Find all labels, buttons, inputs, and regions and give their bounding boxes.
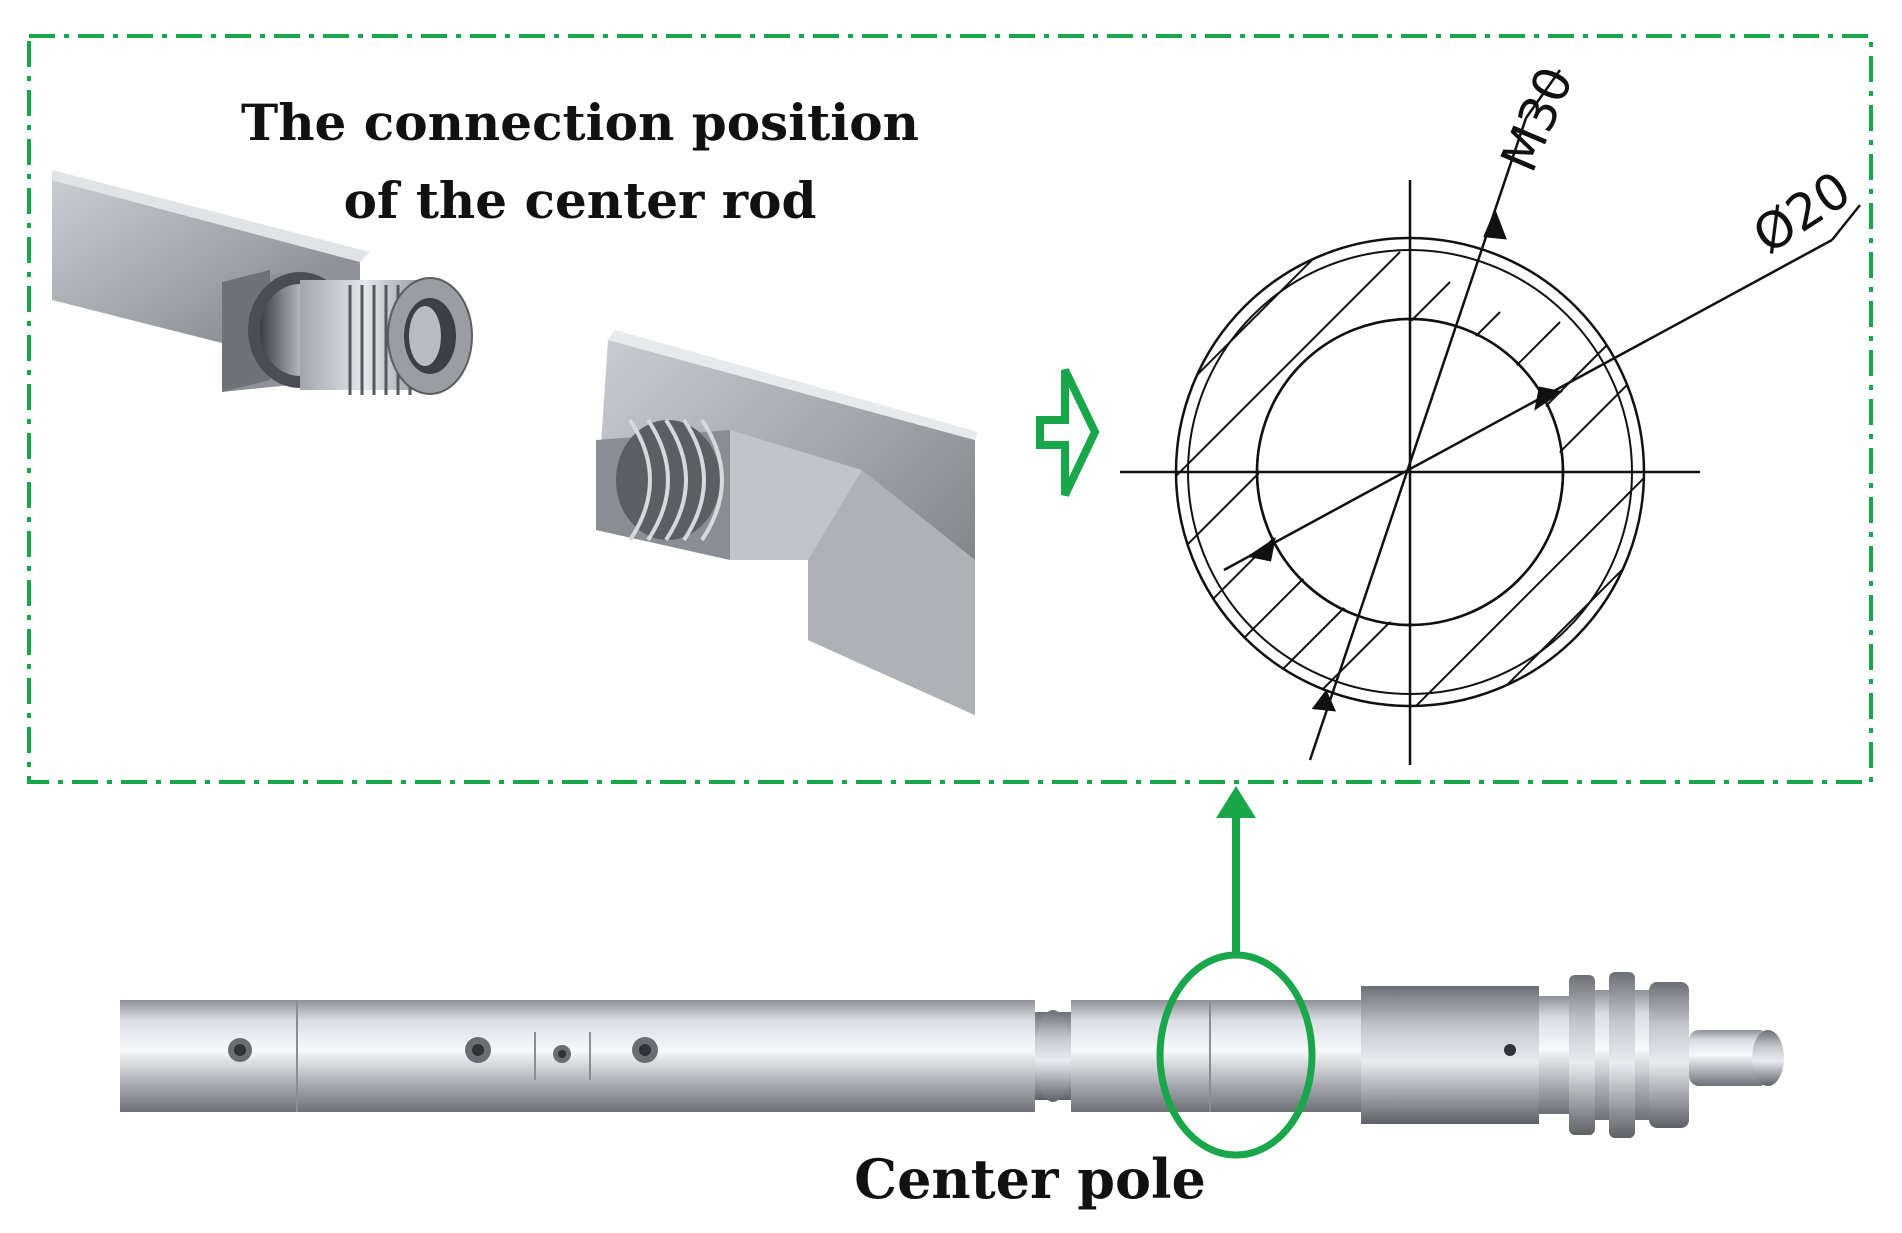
pole-holes [228,1037,1516,1063]
detail-panel: The connection position of the center ro… [27,34,1873,784]
m30-arrowhead-top [1483,208,1507,240]
detail-title-line2: of the center rod [344,171,817,230]
arrow-up-icon [1216,786,1256,818]
center-pole-render [120,972,1784,1138]
m30-arrowhead-bottom [1311,689,1337,712]
detail-title-line1: The connection position [241,93,919,152]
callout-arrow [1216,786,1256,955]
bore-diameter-label: Ø20 [1743,160,1861,265]
bore-arrowhead-right [1534,386,1564,411]
bore-leader-line [1223,238,1833,572]
male-rod-end-render [52,170,473,395]
thread-size-label: M30 [1490,59,1585,180]
m30-label-underline [1524,69,1562,119]
connection-highlight-ellipse [1156,951,1316,1159]
female-rod-end-render [596,330,978,715]
center-pole-label: Center pole [854,1147,1206,1211]
bore-label-underline [1831,204,1861,241]
cross-section-drawing [1120,69,1861,765]
arrow-right-icon [1036,368,1100,497]
bore-arrowhead-left [1246,537,1276,562]
detail-panel-border [27,34,1873,784]
